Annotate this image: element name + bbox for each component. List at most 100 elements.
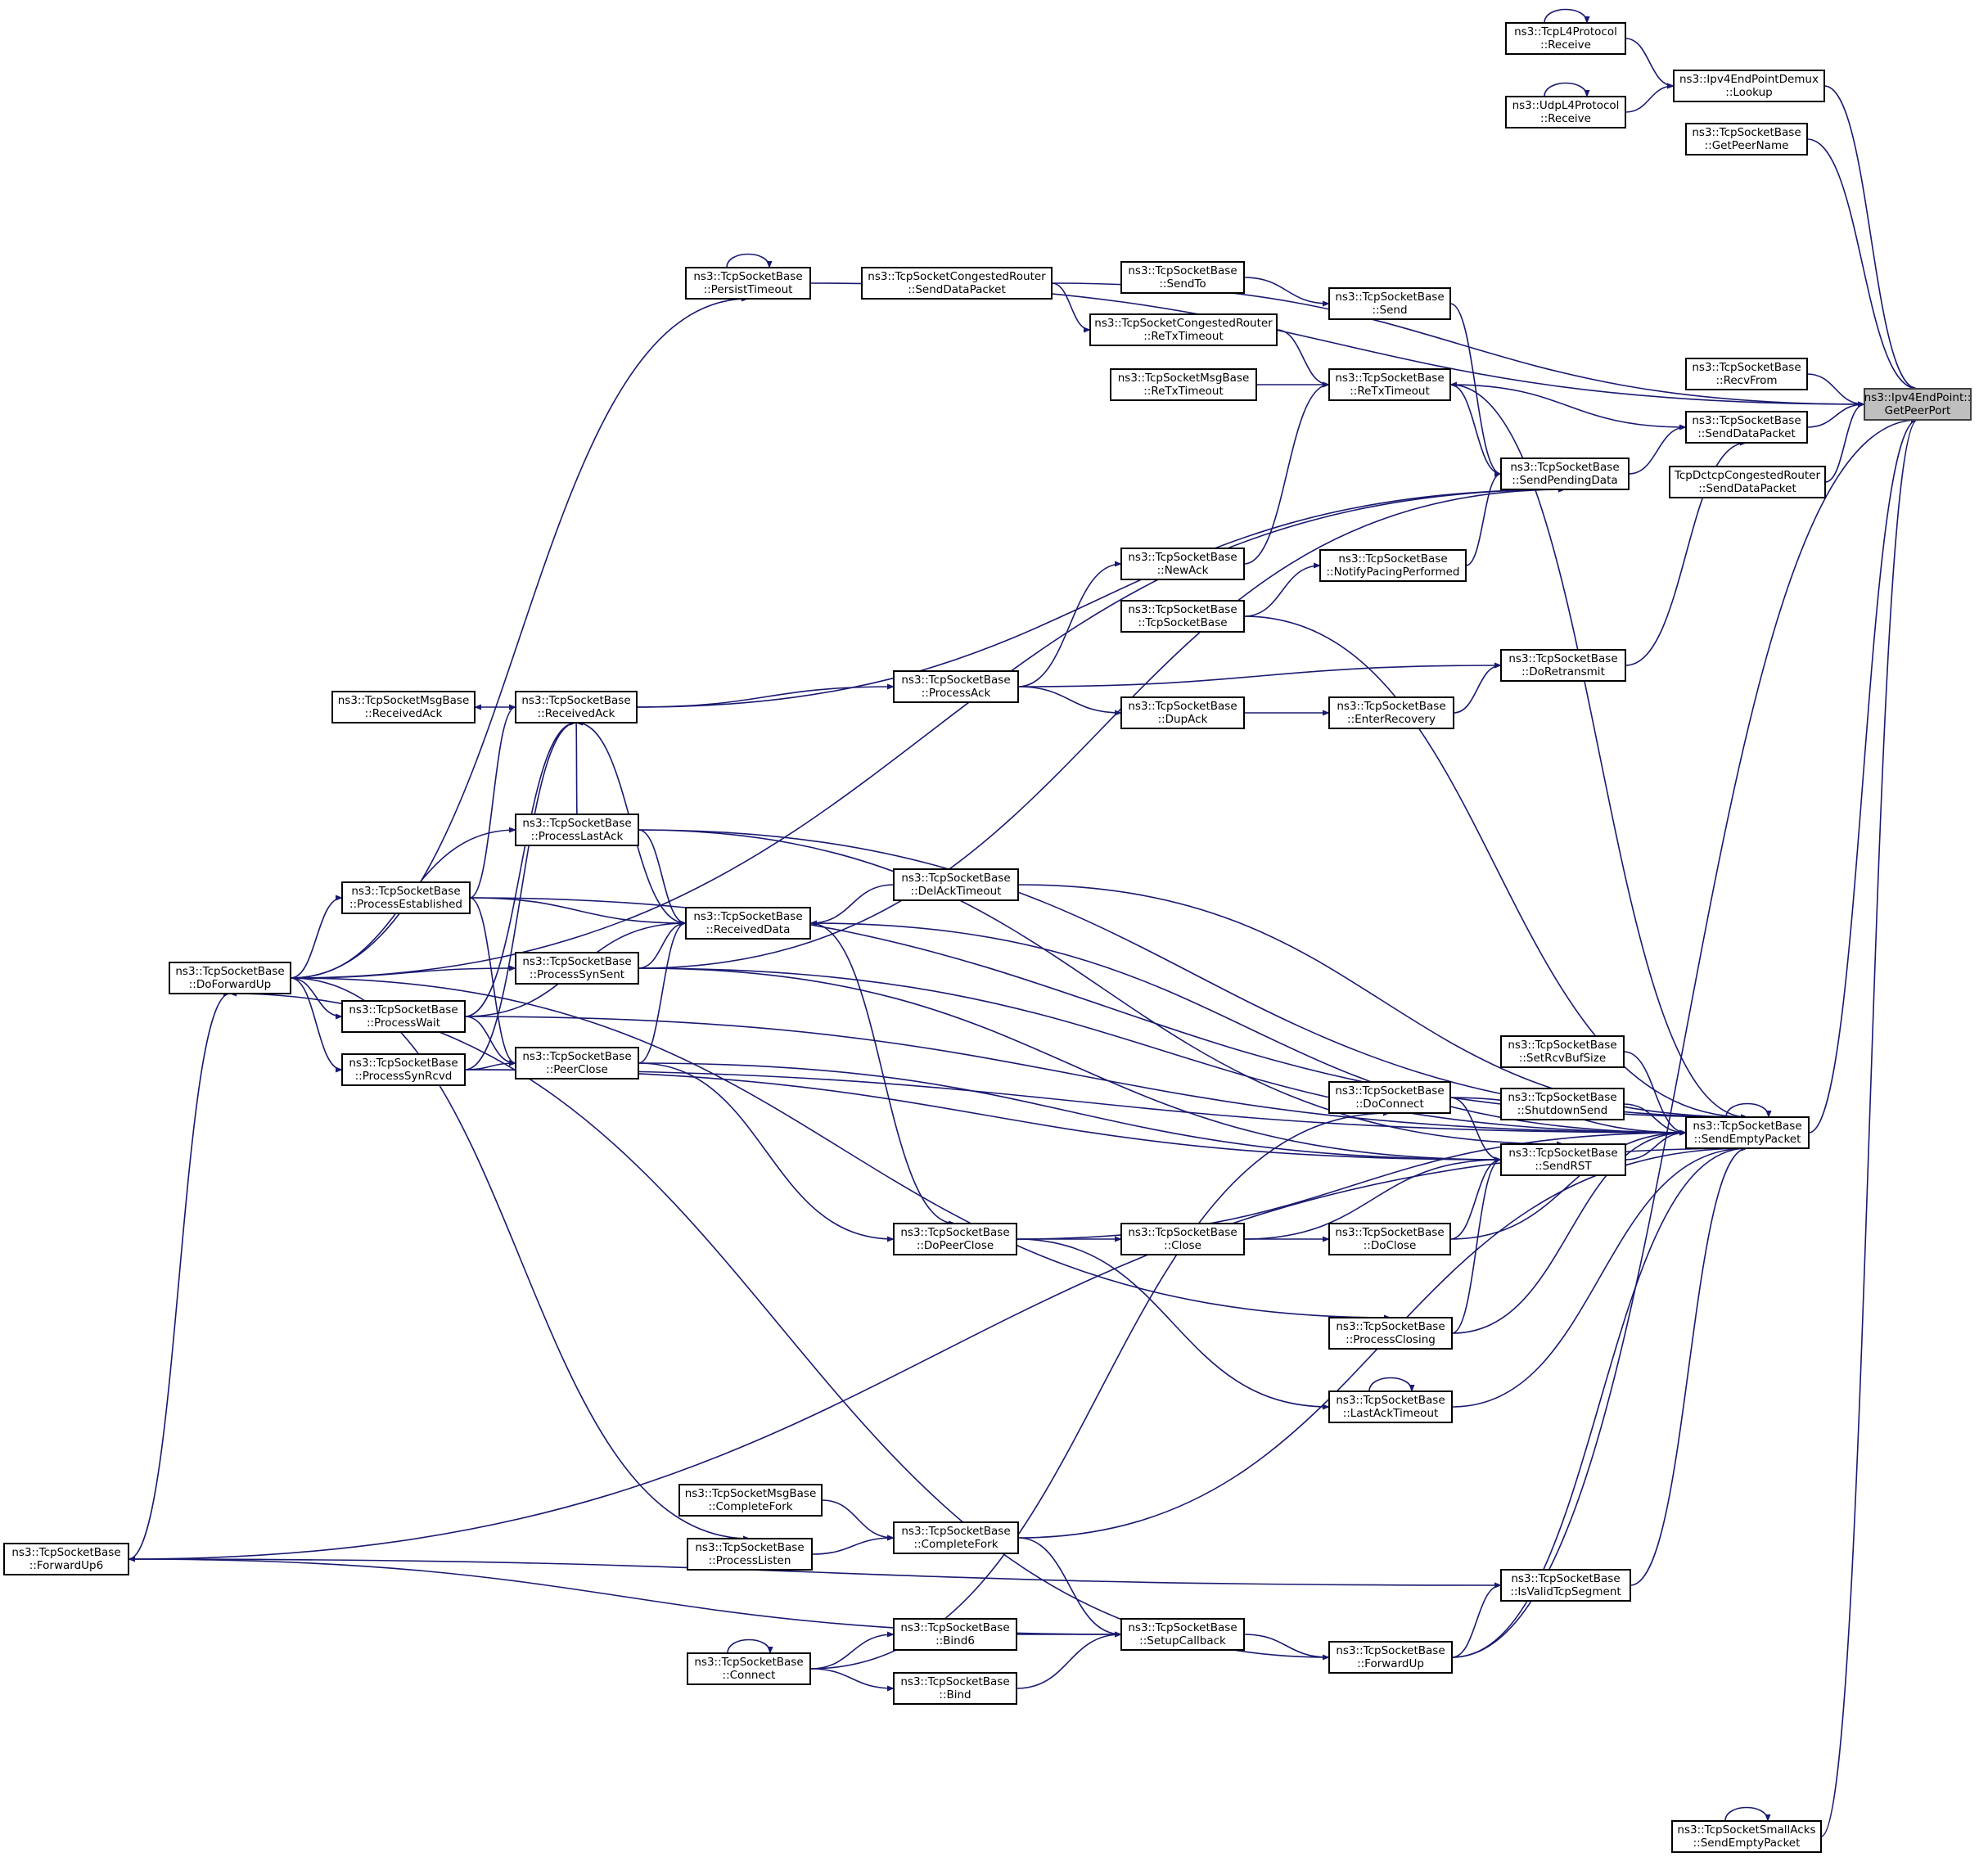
function-node-wait[interactable]: ns3::TcpSocketBase::ProcessWait bbox=[341, 1000, 466, 1033]
function-node-established[interactable]: ns3::TcpSocketBase::ProcessEstablished bbox=[341, 881, 471, 914]
node-box bbox=[341, 1053, 466, 1086]
edge-line bbox=[1823, 85, 1918, 392]
function-node-processack[interactable]: ns3::TcpSocketBase::ProcessAck bbox=[893, 670, 1019, 703]
function-node-msg_completefork[interactable]: ns3::TcpSocketMsgBase::CompleteFork bbox=[678, 1484, 823, 1517]
function-node-enterrec[interactable]: ns3::TcpSocketBase::EnterRecovery bbox=[1328, 696, 1454, 729]
edge-getpeername-to-root bbox=[1806, 138, 1918, 392]
function-node-ctor[interactable]: ns3::TcpSocketBase::TcpSocketBase bbox=[1120, 600, 1245, 633]
node-box bbox=[1671, 1820, 1822, 1853]
function-node-msg_recvack[interactable]: ns3::TcpSocketMsgBase::ReceivedAck bbox=[331, 691, 476, 723]
function-node-tcpl4recv[interactable]: ns3::TcpL4Protocol::Receive bbox=[1505, 22, 1626, 55]
function-node-pacing[interactable]: ns3::TcpSocketBase::NotifyPacingPerforme… bbox=[1319, 549, 1467, 582]
edge-synrcvd-to-sendempty bbox=[464, 1069, 1687, 1136]
function-node-senddata[interactable]: ns3::TcpSocketBase::SendDataPacket bbox=[1685, 411, 1808, 444]
node-label-line: ::ProcessClosing bbox=[1346, 1333, 1436, 1346]
function-node-sendpending[interactable]: ns3::TcpSocketBase::SendPendingData bbox=[1500, 457, 1630, 490]
function-node-isvalid[interactable]: ns3::TcpSocketBase::IsValidTcpSegment bbox=[1500, 1569, 1631, 1602]
edge-forwardup-to-doforward bbox=[229, 990, 1330, 1658]
function-node-cr_senddata[interactable]: ns3::TcpSocketCongestedRouter::SendDataP… bbox=[861, 267, 1053, 300]
function-node-sendempty[interactable]: ns3::TcpSocketBase::SendEmptyPacket bbox=[1685, 1116, 1810, 1149]
function-node-listen[interactable]: ns3::TcpSocketBase::ProcessListen bbox=[687, 1538, 813, 1571]
node-box bbox=[1089, 313, 1278, 346]
function-node-dctcp[interactable]: TcpDctcpCongestedRouter::SendDataPacket bbox=[1669, 466, 1826, 498]
node-label-line: ::Receive bbox=[1540, 112, 1591, 125]
edge-established-to-recvdata bbox=[469, 897, 687, 926]
node-label-line: ns3::TcpSocketBase bbox=[349, 1057, 458, 1070]
function-node-cr_retx[interactable]: ns3::TcpSocketCongestedRouter::ReTxTimeo… bbox=[1089, 313, 1278, 346]
function-node-recvdata[interactable]: ns3::TcpSocketBase::ReceivedData bbox=[685, 907, 811, 940]
function-node-smallacks[interactable]: ns3::TcpSocketSmallAcks::SendEmptyPacket bbox=[1671, 1820, 1822, 1853]
function-node-persist[interactable]: ns3::TcpSocketBase::PersistTimeout bbox=[685, 267, 811, 300]
function-node-recvfrom[interactable]: ns3::TcpSocketBase::RecvFrom bbox=[1685, 358, 1808, 390]
node-box bbox=[893, 1618, 1017, 1651]
function-node-forwardup6[interactable]: ns3::TcpSocketBase::ForwardUp6 bbox=[3, 1543, 129, 1575]
function-node-root[interactable]: ns3::Ipv4EndPoint::GetPeerPort bbox=[1864, 388, 1972, 421]
function-node-sendrst[interactable]: ns3::TcpSocketBase::SendRST bbox=[1500, 1143, 1626, 1176]
function-node-lastack[interactable]: ns3::TcpSocketBase::ProcessLastAck bbox=[515, 814, 639, 846]
function-node-udpl4recv[interactable]: ns3::UdpL4Protocol::Receive bbox=[1505, 96, 1626, 128]
function-node-setupcb[interactable]: ns3::TcpSocketBase::SetupCallback bbox=[1120, 1618, 1245, 1651]
node-label-line: ns3::TcpSocketBase bbox=[1128, 603, 1237, 616]
node-box bbox=[1328, 368, 1451, 401]
function-node-synsent[interactable]: ns3::TcpSocketBase::ProcessSynSent bbox=[515, 952, 639, 985]
node-label-line: ::GetPeerName bbox=[1705, 139, 1789, 152]
edge-forwardup6-to-isvalid bbox=[128, 1558, 1502, 1589]
function-node-doclose[interactable]: ns3::TcpSocketBase::DoClose bbox=[1328, 1223, 1451, 1255]
edge-line bbox=[1465, 471, 1502, 566]
node-box bbox=[1500, 1569, 1631, 1602]
node-box bbox=[893, 670, 1019, 703]
edge-peerclose-to-sendrst bbox=[638, 1062, 1502, 1163]
node-label-line: ::ReceivedData bbox=[706, 923, 791, 936]
function-node-synrcvd[interactable]: ns3::TcpSocketBase::ProcessSynRcvd bbox=[341, 1053, 466, 1086]
node-label-line: ::DoClose bbox=[1364, 1239, 1417, 1252]
function-node-connect[interactable]: ns3::TcpSocketBase::Connect bbox=[687, 1652, 811, 1685]
node-label-line: ns3::TcpSocketBase bbox=[1128, 1621, 1237, 1634]
edge-line bbox=[726, 253, 773, 268]
function-node-retx[interactable]: ns3::TcpSocketBase::ReTxTimeout bbox=[1328, 368, 1451, 401]
function-node-sendto[interactable]: ns3::TcpSocketBase::SendTo bbox=[1120, 261, 1245, 294]
function-node-dupack[interactable]: ns3::TcpSocketBase::DupAck bbox=[1120, 696, 1245, 729]
function-node-lastacktimeout[interactable]: ns3::TcpSocketBase::LastAckTimeout bbox=[1328, 1390, 1453, 1423]
edge-line bbox=[809, 922, 956, 1227]
edge-line bbox=[1276, 329, 1330, 388]
edge-send-to-sendpending bbox=[1449, 303, 1502, 477]
node-box bbox=[515, 952, 639, 985]
edge-closing-to-sendrst bbox=[1451, 1156, 1502, 1334]
function-node-send[interactable]: ns3::TcpSocketBase::Send bbox=[1328, 287, 1451, 320]
edge-line bbox=[1016, 1238, 1330, 1410]
function-node-peerclose[interactable]: ns3::TcpSocketBase::PeerClose bbox=[515, 1047, 639, 1079]
function-node-doconnect[interactable]: ns3::TcpSocketBase::DoConnect bbox=[1328, 1081, 1451, 1114]
function-node-msg_retx[interactable]: ns3::TcpSocketMsgBase::ReTxTimeout bbox=[1110, 368, 1257, 401]
node-box bbox=[685, 907, 811, 940]
function-node-completefork[interactable]: ns3::TcpSocketBase::CompleteFork bbox=[893, 1521, 1019, 1554]
edge-retx-to-sendpending bbox=[1449, 384, 1502, 477]
edge-line bbox=[1016, 1631, 1122, 1689]
function-node-demux[interactable]: ns3::Ipv4EndPointDemux::Lookup bbox=[1673, 70, 1825, 102]
function-node-close[interactable]: ns3::TcpSocketBase::Close bbox=[1120, 1223, 1245, 1255]
node-box bbox=[893, 1672, 1017, 1705]
function-node-doforward[interactable]: ns3::TcpSocketBase::DoForwardUp bbox=[169, 962, 291, 994]
edge-ctor-to-pacing bbox=[1243, 562, 1321, 617]
function-node-setrcvbuf[interactable]: ns3::TcpSocketBase::SetRcvBufSize bbox=[1500, 1035, 1625, 1068]
function-node-bind[interactable]: ns3::TcpSocketBase::Bind bbox=[893, 1672, 1017, 1705]
edge-synsent-to-sendempty bbox=[638, 967, 1687, 1136]
node-label-line: ns3::TcpSocketBase bbox=[1508, 1091, 1616, 1104]
edge-dctcp-to-root bbox=[1824, 401, 1865, 483]
function-node-bind6[interactable]: ns3::TcpSocketBase::Bind6 bbox=[893, 1618, 1017, 1651]
function-node-newack[interactable]: ns3::TcpSocketBase::NewAck bbox=[1120, 548, 1245, 580]
function-node-delack[interactable]: ns3::TcpSocketBase::DelAckTimeout bbox=[893, 868, 1019, 901]
edge-line bbox=[638, 1062, 895, 1242]
edge-line bbox=[1451, 1129, 1687, 1334]
edge-line bbox=[290, 977, 343, 1073]
function-node-closing[interactable]: ns3::TcpSocketBase::ProcessClosing bbox=[1328, 1317, 1453, 1350]
function-node-shutdown[interactable]: ns3::TcpSocketBase::ShutdownSend bbox=[1500, 1088, 1625, 1120]
function-node-getpeername[interactable]: ns3::TcpSocketBase::GetPeerName bbox=[1685, 123, 1808, 156]
function-node-recvack[interactable]: ns3::TcpSocketBase::ReceivedAck bbox=[515, 691, 638, 723]
function-node-forwardup[interactable]: ns3::TcpSocketBase::ForwardUp bbox=[1328, 1641, 1453, 1674]
edge-persist-to-persist bbox=[726, 253, 773, 268]
edge-line bbox=[1451, 1145, 1748, 1658]
edge-line bbox=[1451, 1145, 1748, 1408]
function-node-dopeerclose[interactable]: ns3::TcpSocketBase::DoPeerClose bbox=[893, 1223, 1017, 1255]
function-node-doretx[interactable]: ns3::TcpSocketBase::DoRetransmit bbox=[1500, 649, 1626, 682]
node-label-line: ns3::TcpSocketBase bbox=[1511, 1572, 1620, 1585]
